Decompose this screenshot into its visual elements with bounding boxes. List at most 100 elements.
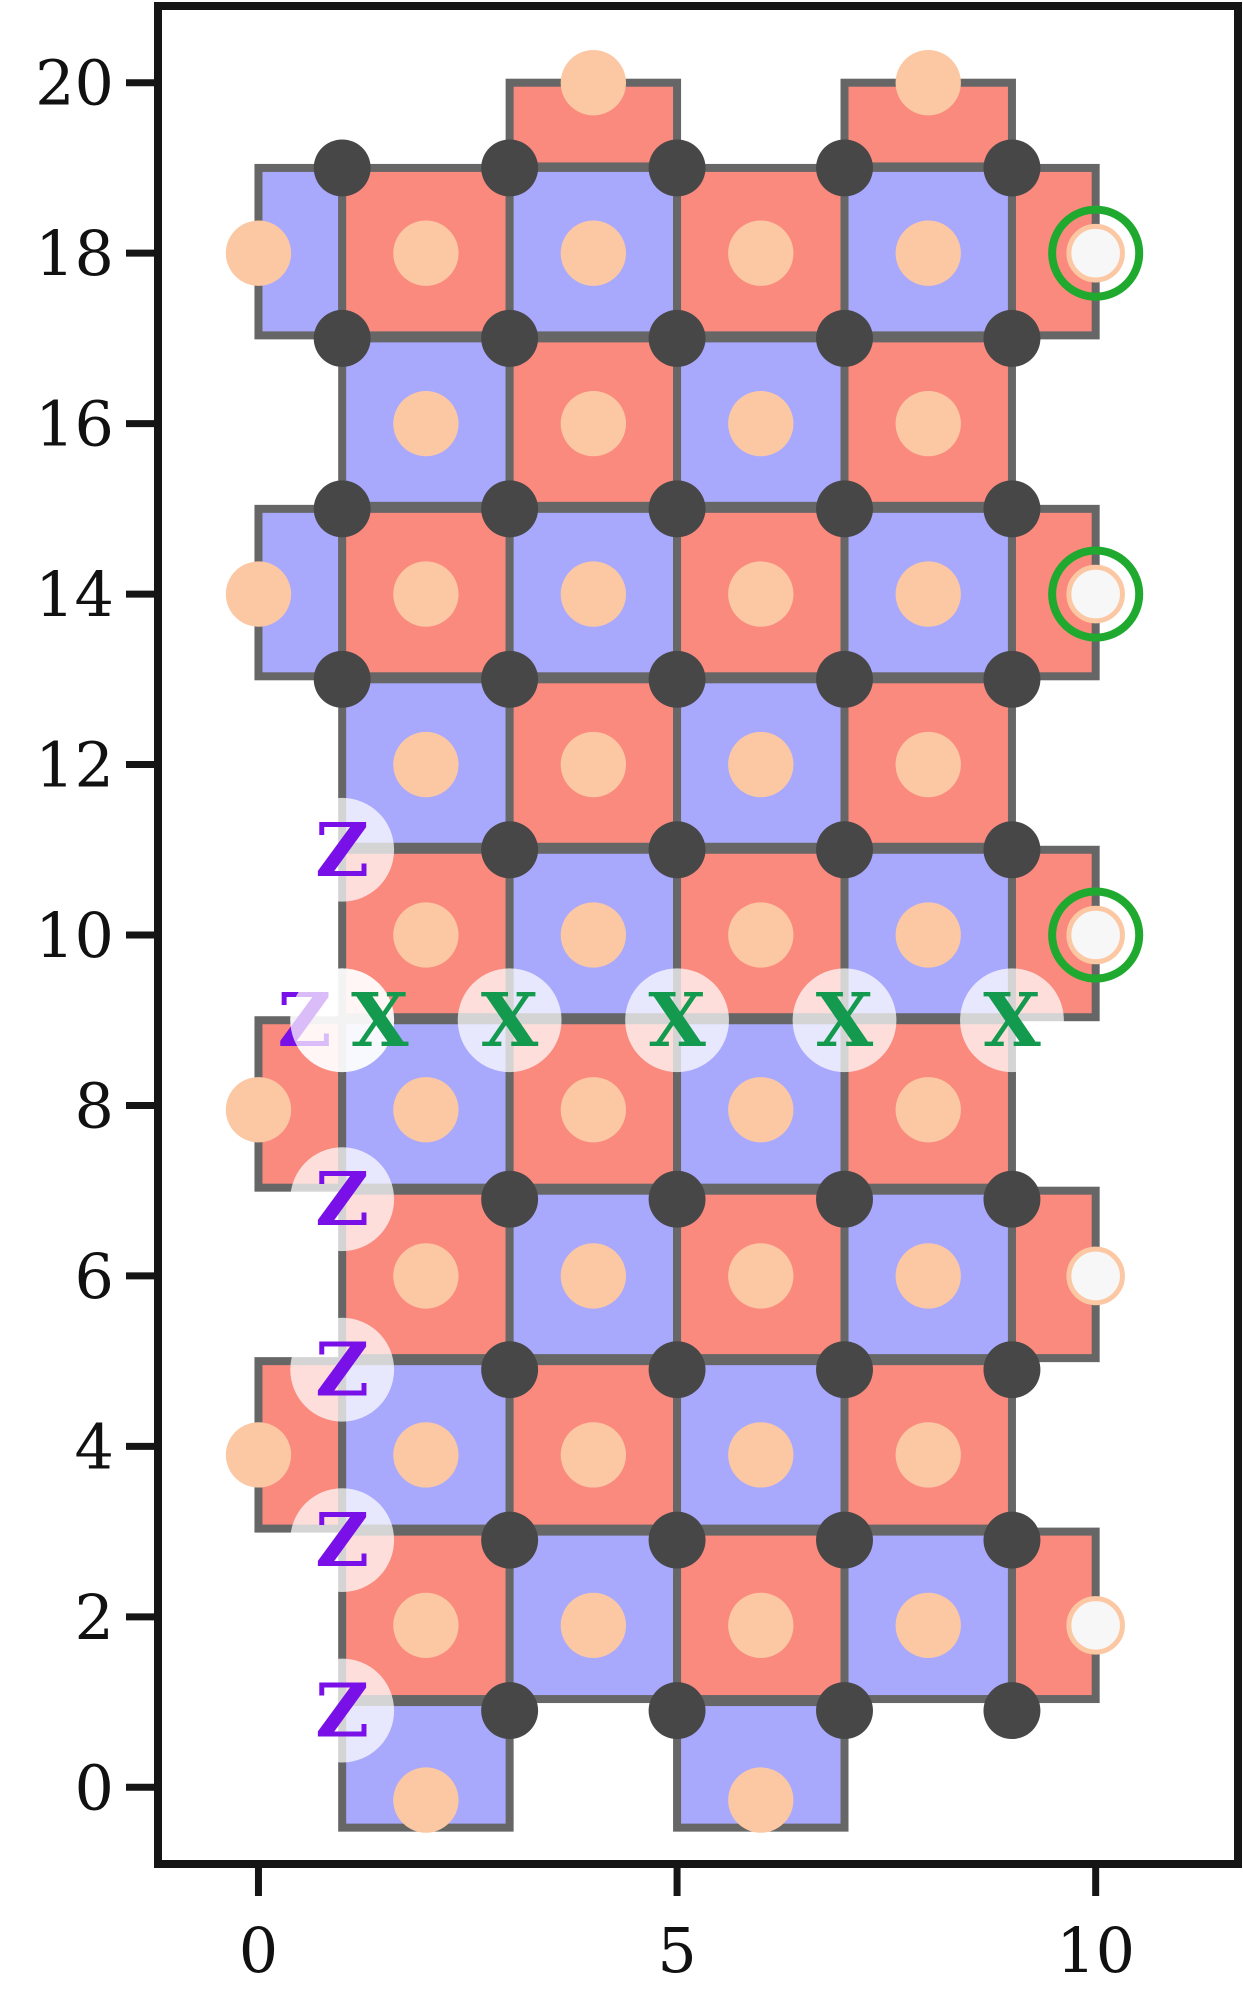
ancilla-qubit xyxy=(895,1592,961,1659)
ancilla-qubit xyxy=(393,1422,459,1488)
ancilla-qubit xyxy=(560,1243,626,1309)
ancilla-qubit xyxy=(225,220,292,286)
data-qubit xyxy=(648,1682,706,1740)
y-tick-label: 2 xyxy=(75,1581,114,1654)
y-tick-label: 10 xyxy=(35,899,114,972)
ancilla-qubit xyxy=(895,1077,961,1143)
hollow-ancilla xyxy=(1066,1596,1125,1655)
ancilla-qubit xyxy=(728,220,794,286)
y-tick-label: 14 xyxy=(35,558,114,631)
ancilla-qubit xyxy=(728,1592,794,1659)
y-tick-label: 8 xyxy=(75,1069,114,1142)
data-qubit xyxy=(983,650,1041,708)
data-qubit xyxy=(983,1170,1041,1228)
ancilla-qubit xyxy=(225,561,292,627)
ancilla-qubit xyxy=(560,1592,626,1659)
highlight-ring-layer xyxy=(1048,205,1144,983)
ancilla-qubit xyxy=(560,561,626,627)
data-qubit xyxy=(313,139,371,197)
ancilla-qubit xyxy=(728,1077,794,1143)
data-qubit xyxy=(313,480,371,538)
ancilla-qubit xyxy=(560,902,626,968)
ancilla-qubit xyxy=(895,220,961,286)
data-qubit xyxy=(816,1511,873,1569)
x-tick-label: 10 xyxy=(1056,1914,1135,1987)
ancilla-qubit xyxy=(895,561,961,627)
ancilla-qubit xyxy=(393,731,459,798)
ancilla-qubit xyxy=(393,390,459,457)
ancilla-qubit xyxy=(225,1077,292,1143)
data-qubit xyxy=(816,1682,873,1740)
ancilla-qubit xyxy=(393,1767,459,1833)
data-qubit xyxy=(313,309,371,367)
data-qubit xyxy=(983,1682,1041,1740)
data-qubit xyxy=(983,480,1041,538)
x-operator-halo xyxy=(290,968,395,1073)
data-qubit xyxy=(816,309,873,367)
data-qubit xyxy=(816,139,873,197)
ancilla-layer xyxy=(225,50,1125,1833)
ancilla-qubit xyxy=(728,561,794,627)
ancilla-qubit xyxy=(728,390,794,457)
data-qubit xyxy=(481,821,539,879)
y-tick-label: 0 xyxy=(75,1751,114,1824)
data-qubit xyxy=(481,309,539,367)
data-qubit xyxy=(648,1511,706,1569)
data-qubit xyxy=(481,480,539,538)
highlight-ring xyxy=(1048,546,1144,642)
data-qubit xyxy=(983,1341,1041,1399)
data-qubit xyxy=(816,480,873,538)
z-operator-halo xyxy=(290,1658,395,1763)
z-operator-halo xyxy=(290,1147,395,1252)
highlight-ring xyxy=(1048,887,1144,983)
ancilla-qubit xyxy=(393,902,459,968)
y-tick-label: 16 xyxy=(35,388,114,461)
data-qubit-layer xyxy=(313,139,1041,1740)
y-tick-label: 20 xyxy=(35,47,114,120)
data-qubit xyxy=(648,309,706,367)
ancilla-qubit xyxy=(225,1422,292,1488)
y-tick-label: 18 xyxy=(35,217,114,290)
hollow-ancilla xyxy=(1066,905,1125,965)
data-qubit xyxy=(481,1682,539,1740)
hollow-ancilla xyxy=(1066,564,1125,624)
ancilla-qubit xyxy=(393,1592,459,1659)
x-operator-label: X xyxy=(648,978,706,1064)
x-operator-halo xyxy=(625,968,729,1073)
ancilla-qubit xyxy=(895,1422,961,1488)
z-operator-label: Z xyxy=(315,1498,369,1584)
operator-label-layer: ZZZZZZXXXXX xyxy=(277,797,1064,1763)
x-operator-halo xyxy=(792,968,897,1073)
x-tick-label: 5 xyxy=(657,1914,696,1987)
z-operator-halo xyxy=(290,1488,395,1593)
x-tick-label: 0 xyxy=(239,1914,278,1987)
z-operator-halo xyxy=(290,797,395,902)
ancilla-qubit xyxy=(560,1422,626,1488)
data-qubit xyxy=(648,1341,706,1399)
data-qubit xyxy=(481,1341,539,1399)
ancilla-qubit xyxy=(895,390,961,457)
data-qubit xyxy=(983,821,1041,879)
ancilla-qubit xyxy=(393,1077,459,1143)
ancilla-qubit xyxy=(728,1243,794,1309)
data-qubit xyxy=(816,1170,873,1228)
ancilla-qubit xyxy=(895,1243,961,1309)
x-operator-label: X xyxy=(351,978,409,1064)
ancilla-qubit xyxy=(393,1243,459,1309)
x-operator-label: X xyxy=(816,978,874,1064)
z-operator-label: Z xyxy=(315,1157,369,1243)
y-tick-label: 6 xyxy=(75,1240,114,1313)
data-qubit xyxy=(648,480,706,538)
y-tick-label: 4 xyxy=(75,1410,114,1483)
x-operator-label: X xyxy=(481,978,539,1064)
ancilla-qubit xyxy=(560,731,626,798)
hollow-ancilla xyxy=(1066,223,1125,283)
plaquette-blue xyxy=(673,334,849,510)
data-qubit xyxy=(648,821,706,879)
z-operator-halo xyxy=(290,1317,395,1422)
data-qubit xyxy=(481,650,539,708)
plaquette-red xyxy=(840,675,1016,851)
plaquette-red xyxy=(338,504,514,681)
